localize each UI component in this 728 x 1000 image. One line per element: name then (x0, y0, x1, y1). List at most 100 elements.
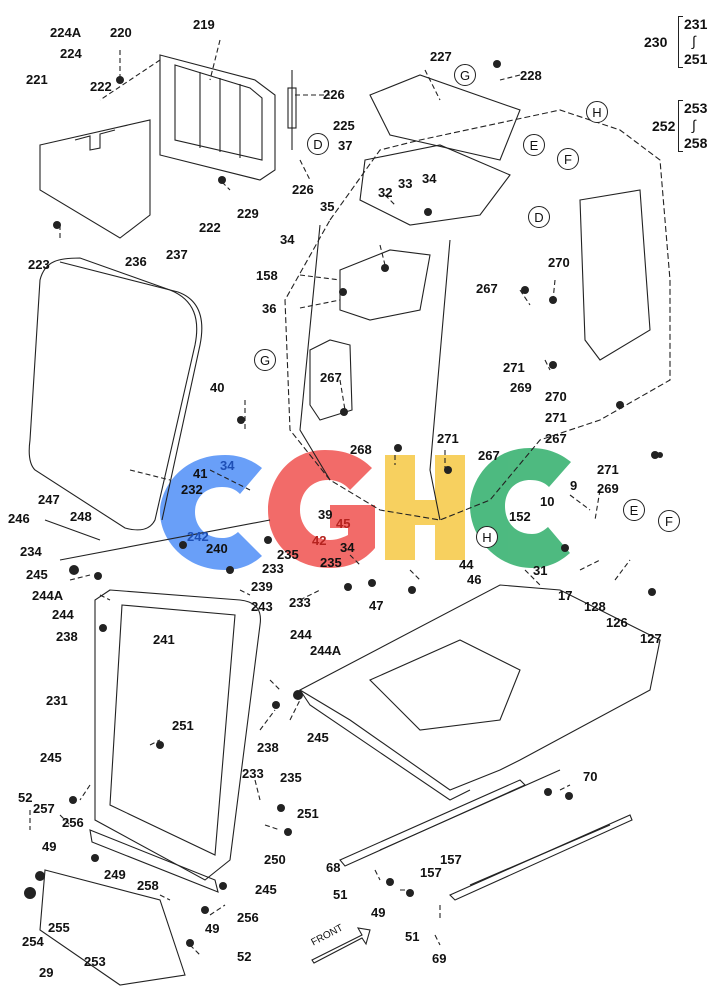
cover-panel-221 (39, 119, 151, 239)
floor-plate-31 (298, 584, 661, 791)
callout-232: 232 (181, 482, 203, 497)
callout-51-b: 51 (405, 929, 420, 944)
callout-267-d: 267 (478, 448, 500, 463)
callout-271-a: 271 (503, 360, 525, 375)
callout-221: 221 (26, 72, 48, 87)
callout-238-b: 238 (257, 740, 279, 755)
range-230-from: 231 (684, 16, 708, 32)
callout-251-a: 251 (172, 718, 194, 733)
callout-239: 239 (251, 579, 273, 594)
callout-35: 35 (320, 199, 335, 214)
watermark-number-45: 45 (336, 516, 351, 531)
callout-238-a: 238 (56, 629, 78, 644)
callout-224A: 224A (50, 25, 82, 40)
ref-circle-G-top: G (454, 64, 476, 86)
callout-127: 127 (640, 631, 662, 646)
callout-271-b: 271 (545, 410, 567, 425)
callout-34-top: 34 (422, 171, 437, 186)
watermark-number-242: 242 (187, 529, 209, 544)
callout-52-b: 52 (237, 949, 252, 964)
callout-245-a: 245 (26, 567, 48, 582)
callout-244-a: 244 (52, 607, 74, 622)
callout-240: 240 (206, 541, 228, 556)
cab-frame-rear-window (309, 339, 353, 421)
callout-243: 243 (251, 599, 273, 614)
callout-223: 223 (28, 257, 50, 272)
callout-235-b: 235 (320, 555, 342, 570)
callout-229: 229 (237, 206, 259, 221)
callout-31: 31 (533, 563, 548, 578)
callout-226-top: 226 (323, 87, 345, 102)
lower-window-frame-231 (94, 589, 262, 881)
callout-68: 68 (326, 860, 341, 875)
callout-37: 37 (338, 138, 353, 153)
callout-39: 39 (318, 507, 333, 522)
callout-34-low: 34 (340, 540, 355, 555)
cab-frame-roof-ring (369, 74, 521, 161)
callout-258: 258 (137, 878, 159, 893)
callout-244-b: 244 (290, 627, 312, 642)
ref-circle-H-top: H (586, 101, 608, 123)
rail-157 (379, 769, 611, 886)
callout-270-a: 270 (548, 255, 570, 270)
callout-256-b: 256 (237, 910, 259, 925)
callout-245-d: 245 (255, 882, 277, 897)
seal-249 (89, 829, 219, 893)
callout-44: 44 (459, 557, 474, 572)
range-230-label: 230 (644, 34, 668, 50)
callout-247: 247 (38, 492, 60, 507)
callout-249: 249 (104, 867, 126, 882)
gas-strut-225-body (287, 87, 297, 129)
callout-10: 10 (540, 494, 555, 509)
callout-271-d: 271 (597, 462, 619, 477)
callout-267-a: 267 (476, 281, 498, 296)
callout-237: 237 (166, 247, 188, 262)
filter-frame-219 (159, 54, 276, 181)
callout-34-mid: 34 (280, 232, 295, 247)
ref-circle-E-low: E (623, 499, 645, 521)
watermark-letter-g (268, 450, 375, 568)
ref-circle-D-top: D (307, 133, 329, 155)
callout-227: 227 (430, 49, 452, 64)
callout-52-a: 52 (18, 790, 33, 805)
rail-68 (339, 779, 526, 867)
cover-panel-221-slot (74, 129, 116, 151)
leader-lines (29, 39, 631, 956)
callout-270-b: 270 (545, 389, 567, 404)
callout-225: 225 (333, 118, 355, 133)
filter-frame-219-inner (174, 64, 263, 161)
callout-29: 29 (39, 965, 54, 980)
callout-9: 9 (570, 478, 578, 493)
callout-40: 40 (210, 380, 225, 395)
front-glass-236 (28, 257, 198, 531)
floor-plate-31-opening (369, 639, 521, 731)
callout-231: 231 (46, 693, 68, 708)
callout-49-c: 49 (205, 921, 220, 936)
range-252-bracket (678, 100, 683, 152)
callout-49-b: 49 (371, 905, 386, 920)
ref-circle-H-low: H (476, 526, 498, 548)
ref-circle-F-top: F (557, 148, 579, 170)
callout-244A-b: 244A (310, 643, 342, 658)
rod-246 (44, 519, 101, 541)
range-252-to: 258 (684, 135, 708, 151)
callout-268: 268 (350, 442, 372, 457)
range-252-from: 253 (684, 100, 708, 116)
callout-255: 255 (48, 920, 70, 935)
callout-250: 250 (264, 852, 286, 867)
range-230: 230 231 ∫ 251 (644, 16, 724, 68)
cab-frame-side-window (339, 249, 431, 321)
callout-219: 219 (193, 17, 215, 32)
lower-panel-253 (39, 869, 186, 986)
callout-251-b: 251 (297, 806, 319, 821)
cab-frame-outline (284, 109, 671, 521)
callout-41: 41 (193, 466, 208, 481)
callout-233-c: 233 (242, 766, 264, 781)
callout-126: 126 (606, 615, 628, 630)
fasteners (24, 60, 663, 947)
callout-33: 33 (398, 176, 413, 191)
callout-152: 152 (509, 509, 531, 524)
watermark-letter-c1 (160, 455, 262, 570)
range-230-sep: ∫ (692, 33, 696, 49)
